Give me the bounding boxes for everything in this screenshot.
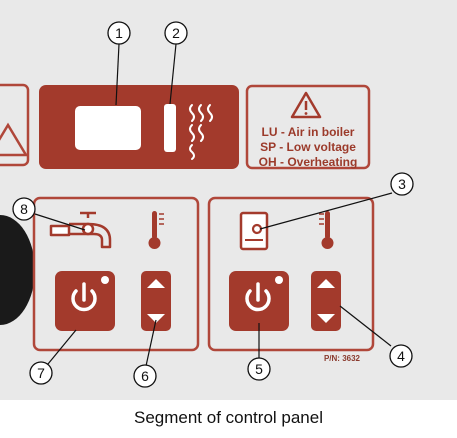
status-indicator-bar <box>164 104 176 152</box>
svg-text:8: 8 <box>20 201 28 217</box>
callout-leader <box>115 43 120 106</box>
left-partial-warning-box <box>0 83 30 167</box>
callout-7: 7 <box>29 361 53 385</box>
svg-text:7: 7 <box>37 365 45 381</box>
up-down-arrow-icon <box>147 279 165 323</box>
callout-6: 6 <box>133 364 157 388</box>
hot-water-power-button[interactable] <box>55 271 115 331</box>
callout-1: 1 <box>107 21 131 45</box>
warning-line: OH - Overheating <box>259 155 358 169</box>
svg-text:3: 3 <box>398 176 406 192</box>
callout-leader <box>259 192 393 230</box>
svg-text:6: 6 <box>141 368 149 384</box>
hot-water-temperature-up-down-button[interactable] <box>141 271 171 331</box>
figure-caption: Segment of control panel <box>133 408 323 427</box>
power-led <box>275 276 283 284</box>
thermometer-icon <box>319 211 334 249</box>
knob-edge <box>0 215 35 325</box>
callout-8: 8 <box>12 197 36 221</box>
svg-text:1: 1 <box>115 25 123 41</box>
callout-markers: 1 2 3 4 5 6 7 8 <box>12 21 414 388</box>
power-icon <box>71 282 97 312</box>
callout-leader <box>145 319 157 367</box>
part-number: P/N: 3632 <box>324 354 361 363</box>
thermometer-icon <box>148 211 164 249</box>
callout-4: 4 <box>389 344 413 368</box>
callout-leader <box>339 305 392 347</box>
heating-power-button[interactable] <box>229 271 289 331</box>
warning-triangle-icon <box>0 122 29 157</box>
up-down-arrow-icon <box>317 279 335 323</box>
heat-waves-icon <box>189 104 213 160</box>
boiler-icon <box>239 211 269 251</box>
warning-triangle-icon <box>290 91 322 119</box>
callout-5: 5 <box>247 357 271 381</box>
callout-2: 2 <box>164 21 188 45</box>
display-block <box>39 85 239 169</box>
callout-3: 3 <box>390 172 414 196</box>
panel-background <box>0 0 457 400</box>
callout-leader <box>34 213 86 231</box>
warning-line: LU - Air in boiler <box>262 125 355 139</box>
power-icon <box>245 282 271 312</box>
faucet-icon <box>49 211 112 249</box>
svg-text:2: 2 <box>172 25 180 41</box>
heating-control-group: P/N: 3632 <box>207 196 375 363</box>
hot-water-control-group <box>32 196 200 352</box>
power-led <box>101 276 109 284</box>
digital-display <box>75 106 141 150</box>
callout-leader <box>47 329 77 365</box>
warning-info-box: LU - Air in boiler SP - Low voltage OH -… <box>245 84 371 170</box>
svg-text:5: 5 <box>255 361 263 377</box>
heating-temperature-up-down-button[interactable] <box>311 271 341 331</box>
warning-line: SP - Low voltage <box>260 140 356 154</box>
callout-leaders <box>34 43 393 367</box>
callout-leader <box>169 43 177 105</box>
svg-text:4: 4 <box>397 348 405 364</box>
